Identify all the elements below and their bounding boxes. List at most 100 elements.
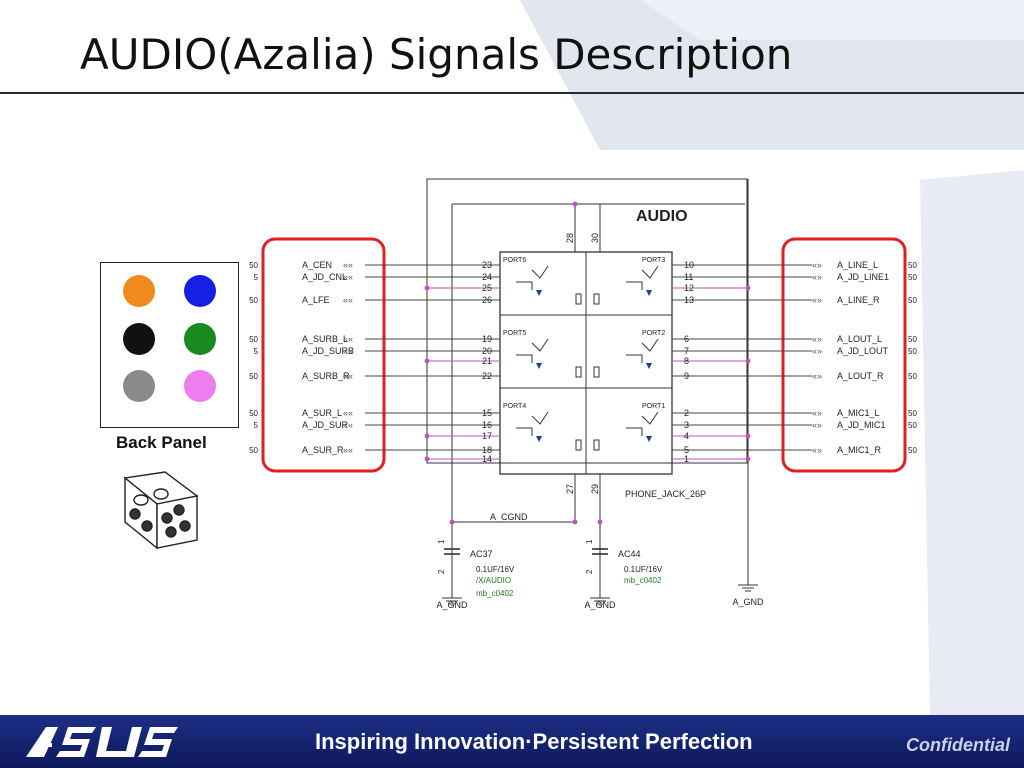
footer-bar: Inspiring Innovation·Persistent Perfecti…	[0, 715, 1024, 768]
top-pin-number: 28	[565, 233, 575, 243]
switch-lever	[516, 427, 533, 436]
switch-lever	[626, 427, 643, 436]
port-label: PORT1	[642, 403, 665, 410]
jack-color-dot	[123, 323, 155, 355]
junction-dot	[424, 456, 430, 462]
switch-arrow	[646, 436, 652, 442]
switch-contact	[641, 338, 659, 352]
jack-color-dot	[123, 370, 155, 402]
jack-color-dot	[184, 370, 216, 402]
junction-dot	[449, 519, 455, 525]
switch-arrow	[536, 363, 542, 369]
junction-dot	[424, 285, 430, 291]
switch-arrow	[646, 363, 652, 369]
left-pin-number: 23	[482, 260, 492, 270]
switch-contact	[641, 411, 659, 425]
right-pin-number: 8	[684, 356, 689, 366]
port-label: PORT4	[503, 403, 526, 410]
right-signal-name: A_MIC1_L	[837, 408, 880, 418]
port-label: PORT3	[642, 257, 665, 264]
left-highlight-box	[261, 237, 386, 473]
left-net-number: 5	[254, 273, 259, 282]
right-signal-connector-arrow: «»	[812, 346, 822, 356]
switch-resistor	[575, 439, 582, 451]
left-signal-connector-arrow: ««	[343, 295, 353, 305]
junction-dot	[424, 433, 430, 439]
switch-lever	[626, 354, 643, 363]
left-pin-number: 21	[482, 356, 492, 366]
right-net-number: 50	[908, 273, 917, 282]
right-pin-number: 4	[684, 431, 689, 441]
left-pin-number: 17	[482, 431, 492, 441]
port-label: PORT2	[642, 330, 665, 337]
left-pin-number: 15	[482, 408, 492, 418]
left-net-number: 50	[249, 409, 258, 418]
right-net-number: 50	[908, 421, 917, 430]
audio-block-title: AUDIO	[636, 208, 688, 225]
right-signal-name: A_JD_LINE1	[837, 272, 889, 282]
right-pin-number: 1	[684, 454, 689, 464]
jack-color-dot	[123, 275, 155, 307]
left-signal-connector-arrow: ««	[343, 346, 353, 356]
left-pin-number: 24	[482, 272, 492, 282]
left-signal-name: A_JD_SURB	[302, 346, 354, 356]
ground-label: A_GND	[584, 600, 616, 610]
left-net-number: 5	[254, 347, 259, 356]
right-pin-number: 10	[684, 260, 694, 270]
switch-arrow	[536, 436, 542, 442]
left-signal-connector-arrow: ««	[343, 334, 353, 344]
left-pin-number: 14	[482, 454, 492, 464]
switch-resistor	[593, 366, 600, 378]
right-signal-name: A_JD_MIC1	[837, 420, 886, 430]
right-net-number: 50	[908, 372, 917, 381]
switch-lever	[626, 281, 643, 290]
switch-resistor	[575, 366, 582, 378]
left-signal-name: A_JD_CNL	[302, 272, 347, 282]
right-net-number: 50	[908, 446, 917, 455]
capacitor-ref: AC37	[470, 549, 493, 559]
right-signal-connector-arrow: «»	[812, 408, 822, 418]
switch-arrow	[646, 290, 652, 296]
audio-outer-frame	[426, 178, 748, 464]
left-pin-number: 18	[482, 445, 492, 455]
capacitor-ref: AC44	[618, 549, 641, 559]
left-signal-name: A_CEN	[302, 260, 332, 270]
capacitor-value: 0.1UF/16V	[476, 565, 515, 574]
left-pin-number: 19	[482, 334, 492, 344]
left-signal-name: A_SUR_R	[302, 445, 344, 455]
left-net-number: 50	[249, 372, 258, 381]
left-signal-connector-arrow: ««	[343, 371, 353, 381]
right-net-number: 50	[908, 409, 917, 418]
junction-dot	[745, 358, 751, 364]
left-pin-number: 20	[482, 346, 492, 356]
right-signal-connector-arrow: «»	[812, 371, 822, 381]
right-pin-number: 5	[684, 445, 689, 455]
slide-title: AUDIO(Azalia) Signals Description	[80, 30, 793, 79]
switch-resistor	[575, 293, 582, 305]
back-panel-label: Back Panel	[116, 433, 207, 452]
right-signal-name: A_JD_LOUT	[837, 346, 889, 356]
left-pin-number: 22	[482, 371, 492, 381]
cgnd-net-label: A_CGND	[490, 512, 528, 522]
slide-background	[520, 0, 1024, 715]
right-net-number: 50	[908, 347, 917, 356]
left-net-number: 5	[254, 421, 259, 430]
capacitor-value: 0.1UF/16V	[624, 565, 663, 574]
left-signal-connector-arrow: ««	[343, 408, 353, 418]
port-label: PORT5	[503, 330, 526, 337]
junction-dot	[745, 285, 751, 291]
top-pin-number: 30	[590, 233, 600, 243]
junction-dot	[572, 201, 578, 207]
right-signal-name: A_LOUT_L	[837, 334, 882, 344]
right-signal-name: A_LINE_L	[837, 260, 878, 270]
right-signal-name: A_LINE_R	[837, 295, 880, 305]
ground-label: A_GND	[732, 597, 764, 607]
switch-contact	[641, 265, 659, 279]
left-net-number: 50	[249, 296, 258, 305]
right-pin-number: 3	[684, 420, 689, 430]
left-signal-name: A_LFE	[302, 295, 330, 305]
switch-arrow	[536, 290, 542, 296]
left-pin-number: 25	[482, 283, 492, 293]
capacitor-pin-number: 2	[585, 569, 594, 574]
